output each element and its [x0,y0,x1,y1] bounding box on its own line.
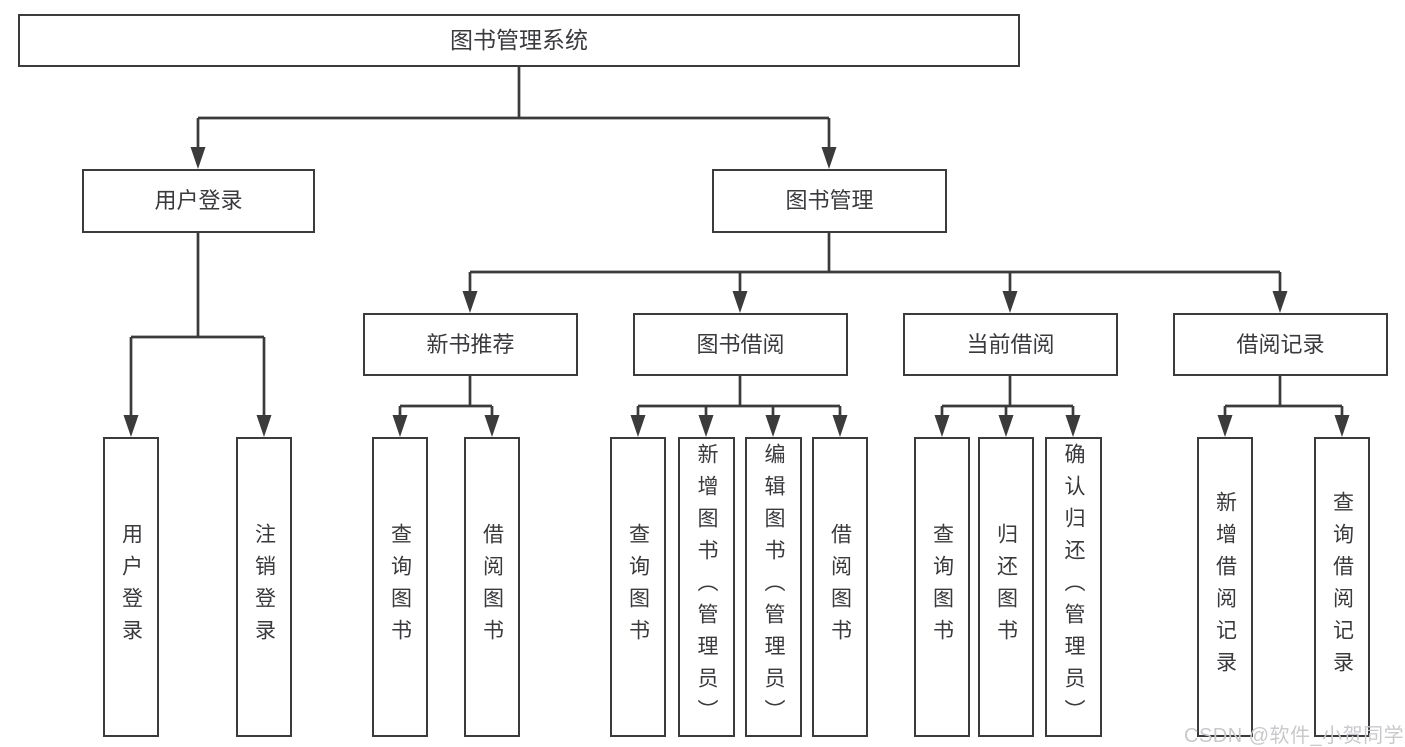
watermark: CSDN @软件_小贺同学 [1184,725,1405,747]
arrow-down-icon [256,415,272,437]
arrow-down-icon [392,415,408,437]
node-leaf-logout: 注销登录 [236,437,292,737]
arrow-down-icon [462,291,478,313]
node-label: 查询图书 [626,523,650,651]
node-leaf-add-books-admin: 新增图书（管理员） [678,437,735,737]
node-user-login: 用户登录 [82,169,315,233]
node-label: 注销登录 [252,523,276,651]
arrowheads [123,147,1350,437]
arrow-down-icon [1065,415,1081,437]
arrow-down-icon [484,415,500,437]
arrow-down-icon [832,415,848,437]
node-current-borrowing: 当前借阅 [903,313,1118,376]
node-leaf-query-books-1: 查询图书 [372,437,428,737]
node-leaf-query-books-2: 查询图书 [610,437,666,737]
node-leaf-confirm-return-admin: 确认归还（管理员） [1045,437,1102,737]
node-borrowing-records: 借阅记录 [1173,313,1388,376]
arrow-down-icon [1334,415,1350,437]
node-label: 借阅图书 [828,523,852,651]
node-label: 归还图书 [994,523,1018,651]
node-book-borrowing: 图书借阅 [633,313,848,376]
node-label: 确认归还（管理员） [1062,443,1085,731]
connector-lines [129,67,1344,417]
node-leaf-borrow-books-2: 借阅图书 [812,437,868,737]
node-leaf-edit-books-admin: 编辑图书（管理员） [745,437,802,737]
arrow-down-icon [698,415,714,437]
arrow-down-icon [765,415,781,437]
arrow-down-icon [1217,415,1233,437]
node-book-management: 图书管理 [712,169,947,233]
arrow-down-icon [1002,291,1018,313]
arrow-down-icon [934,415,950,437]
arrow-down-icon [190,147,206,169]
node-label: 查询图书 [930,523,954,651]
arrow-down-icon [732,291,748,313]
arrow-down-icon [998,415,1014,437]
node-label: 查询借阅记录 [1330,491,1354,683]
node-leaf-borrow-books-1: 借阅图书 [464,437,520,737]
node-leaf-return-books: 归还图书 [978,437,1034,737]
arrow-down-icon [1272,291,1288,313]
node-leaf-query-books-3: 查询图书 [914,437,970,737]
node-label: 用户登录 [119,523,143,651]
node-label: 编辑图书（管理员） [762,443,785,731]
node-library-system: 图书管理系统 [18,14,1020,67]
arrow-down-icon [630,415,646,437]
node-leaf-query-borrowing-record: 查询借阅记录 [1314,437,1370,737]
arrow-down-icon [123,415,139,437]
node-leaf-add-borrowing-record: 新增借阅记录 [1197,437,1253,737]
node-label: 借阅图书 [480,523,504,651]
arrow-down-icon [821,147,837,169]
node-label: 查询图书 [388,523,412,651]
node-new-book-recommend: 新书推荐 [363,313,578,376]
node-leaf-user-login: 用户登录 [103,437,159,737]
node-label: 新增借阅记录 [1213,491,1237,683]
node-label: 新增图书（管理员） [695,443,718,731]
